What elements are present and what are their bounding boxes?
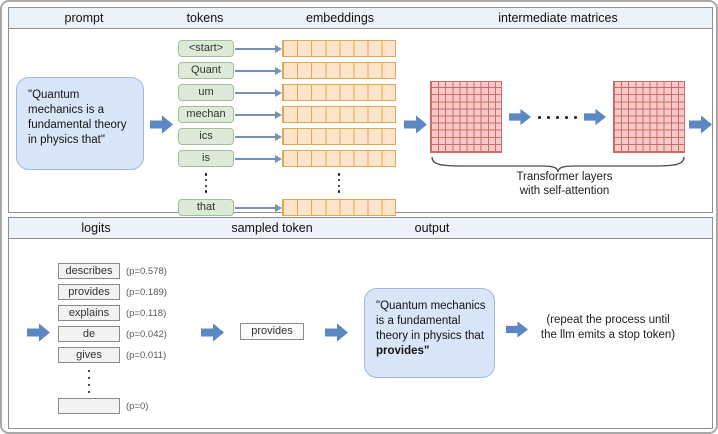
vertical-ellipsis-icon xyxy=(204,172,208,193)
logit-row: (p=0) xyxy=(58,398,167,414)
header-intermediate-matrices: intermediate matrices xyxy=(498,11,618,25)
arrow-right-icon xyxy=(150,115,173,134)
transformer-matrices-group xyxy=(430,81,685,153)
output-text-suffix: " xyxy=(423,345,430,357)
embedding-vector xyxy=(282,62,396,79)
repeat-note-line1: (repeat the process until xyxy=(546,314,670,326)
logit-token-box-empty xyxy=(58,398,120,414)
logit-token-box: explains xyxy=(58,305,120,321)
arrow-right-icon xyxy=(689,115,712,134)
token-row: mechan xyxy=(178,106,396,123)
bottom-panel: logits sampled token output describes (p… xyxy=(8,217,713,429)
horizontal-ellipsis-icon xyxy=(538,115,577,119)
token-box: mechan xyxy=(178,106,234,123)
output-text: "Quantum mechanics is a fundamental theo… xyxy=(376,300,486,342)
logit-token-box: describes xyxy=(58,263,120,279)
logit-row: de (p=0.042) xyxy=(58,326,167,342)
matrix-grid xyxy=(430,81,502,153)
bottom-panel-body: describes (p=0.578) provides (p=0.189) e… xyxy=(9,239,712,428)
arrow-connector-icon xyxy=(234,150,282,167)
header-logits: logits xyxy=(81,221,111,235)
arrow-connector-icon xyxy=(234,106,282,123)
arrow-right-icon xyxy=(404,115,427,134)
embedding-vector xyxy=(282,84,396,101)
ellipsis-row xyxy=(58,368,167,394)
vertical-ellipsis-icon xyxy=(87,369,91,394)
arrow-connector-icon xyxy=(234,128,282,145)
curly-brace-icon xyxy=(431,156,685,173)
probability-label: (p=0.118) xyxy=(126,307,167,319)
top-panel-body: "Quantum mechanics is a fundamental theo… xyxy=(9,29,712,216)
token-box: Quant xyxy=(178,62,234,79)
arrow-connector-icon xyxy=(234,40,282,57)
probability-label: (p=0.042) xyxy=(126,328,167,340)
token-box: um xyxy=(178,84,234,101)
arrow-connector-icon xyxy=(234,199,282,216)
embedding-vector xyxy=(282,199,396,216)
transformer-label: Transformer layers with self-attention xyxy=(472,170,657,198)
header-tokens: tokens xyxy=(186,11,224,25)
top-panel: prompt tokens embeddings intermediate ma… xyxy=(8,7,713,216)
transformer-label-line1: Transformer layers xyxy=(516,171,613,183)
embedding-vector xyxy=(282,106,396,123)
token-box: that xyxy=(178,199,234,216)
arrow-right-icon xyxy=(325,323,348,342)
header-output: output xyxy=(414,221,450,235)
output-text-bold: provides xyxy=(376,345,424,357)
bottom-header-bar: logits sampled token output xyxy=(9,218,712,239)
logit-row: explains (p=0.118) xyxy=(58,305,167,321)
vertical-ellipsis-icon xyxy=(337,172,341,193)
repeat-note: (repeat the process until the llm emits … xyxy=(522,313,694,343)
token-row: <start> xyxy=(178,40,396,57)
embedding-vector xyxy=(282,150,396,167)
matrix-grid xyxy=(613,81,685,153)
header-sampled-token: sampled token xyxy=(231,221,313,235)
token-row: is xyxy=(178,150,396,167)
arrow-right-icon xyxy=(509,108,531,126)
token-box: ics xyxy=(178,128,234,145)
output-bubble: "Quantum mechanics is a fundamental theo… xyxy=(364,288,495,378)
arrow-right-icon xyxy=(27,323,50,342)
probability-label: (p=0.578) xyxy=(126,265,167,277)
token-row: um xyxy=(178,84,396,101)
repeat-note-line2: the llm emits a stop token) xyxy=(540,329,676,341)
token-row: Quant xyxy=(178,62,396,79)
top-header-bar: prompt tokens embeddings intermediate ma… xyxy=(9,8,712,29)
probability-label: (p=0.011) xyxy=(126,349,167,361)
transformer-label-line2: with self-attention xyxy=(519,185,610,197)
logit-token-box: provides xyxy=(58,284,120,300)
prompt-bubble: "Quantum mechanics is a fundamental theo… xyxy=(16,77,144,170)
logit-token-box: de xyxy=(58,326,120,342)
arrow-right-icon xyxy=(201,323,224,342)
token-row: that xyxy=(178,199,396,216)
token-box: <start> xyxy=(178,40,234,57)
logits-list: describes (p=0.578) provides (p=0.189) e… xyxy=(58,263,167,419)
arrow-right-icon xyxy=(584,108,606,126)
embedding-vector xyxy=(282,40,396,57)
header-embeddings: embeddings xyxy=(305,11,375,25)
embedding-vector xyxy=(282,128,396,145)
sampled-token-box: provides xyxy=(240,323,304,340)
logit-token-box: gives xyxy=(58,347,120,363)
logit-row: provides (p=0.189) xyxy=(58,284,167,300)
logit-row: describes (p=0.578) xyxy=(58,263,167,279)
arrow-connector-icon xyxy=(234,62,282,79)
ellipsis-row xyxy=(178,172,396,194)
token-row: ics xyxy=(178,128,396,145)
probability-label: (p=0) xyxy=(126,400,149,412)
arrow-connector-icon xyxy=(234,84,282,101)
logit-row: gives (p=0.011) xyxy=(58,347,167,363)
tokens-embeddings-group: <start> Quant um mechan xyxy=(178,40,396,221)
token-box: is xyxy=(178,150,234,167)
probability-label: (p=0.189) xyxy=(126,286,167,298)
header-prompt: prompt xyxy=(64,11,104,25)
